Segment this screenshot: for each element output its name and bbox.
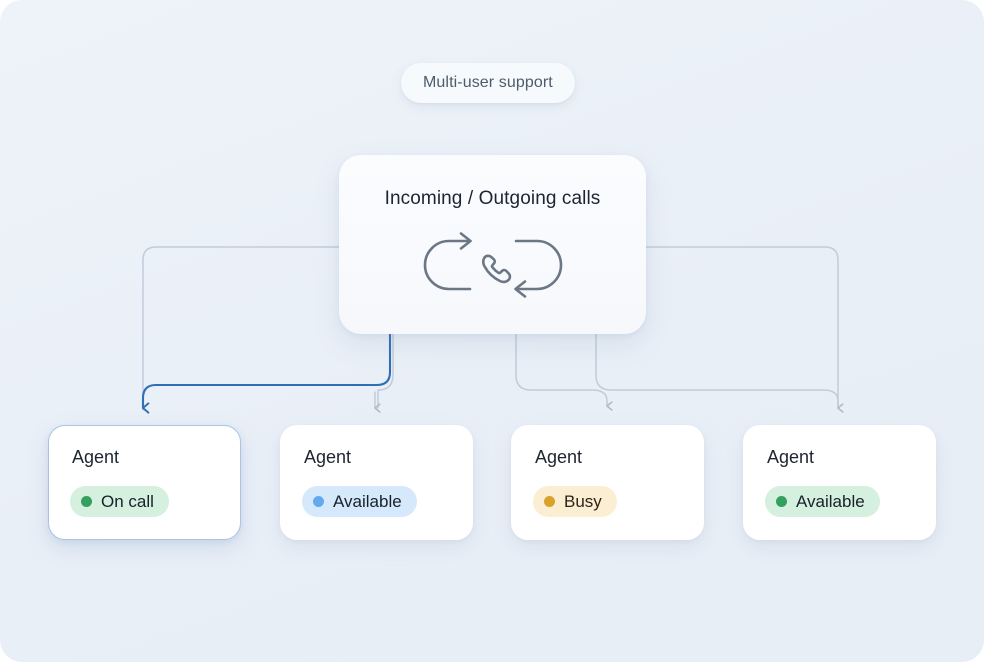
multi-user-support-pill[interactable]: Multi-user support [401, 63, 575, 103]
status-dot [81, 496, 92, 507]
status-badge[interactable]: Available [765, 486, 880, 517]
agent-card-2[interactable]: Agent Available [280, 425, 473, 540]
status-dot [544, 496, 555, 507]
connector-agent-1-highlight [141, 332, 392, 408]
hub-card-title: Incoming / Outgoing calls [384, 188, 601, 209]
incoming-outgoing-calls-card[interactable]: Incoming / Outgoing calls [339, 155, 646, 334]
status-label: On call [101, 491, 154, 511]
status-label: Available [796, 491, 865, 511]
connector-left-outer [142, 246, 340, 411]
agent-card-3[interactable]: Agent Busy [511, 425, 704, 540]
status-label: Busy [564, 491, 602, 511]
connector-agent-4 [595, 333, 839, 407]
agent-name-label: Agent [304, 447, 352, 467]
status-badge[interactable]: Available [302, 486, 417, 517]
connector-agent-2 [377, 333, 394, 409]
agent-name-label: Agent [767, 447, 815, 467]
status-dot [776, 496, 787, 507]
agent-card-4[interactable]: Agent Available [743, 425, 936, 540]
connector-right-outer [645, 246, 838, 408]
agent-name-label: Agent [535, 447, 583, 467]
status-label: Available [333, 491, 402, 511]
status-dot [313, 496, 324, 507]
multi-user-support-label: Multi-user support [423, 74, 553, 91]
agent-name-label: Agent [72, 447, 120, 467]
status-badge[interactable]: Busy [533, 486, 617, 517]
call-exchange-phone-icon [423, 232, 562, 298]
status-badge[interactable]: On call [70, 486, 169, 517]
agent-card-1[interactable]: Agent On call [48, 425, 241, 540]
connector-agent-3 [515, 333, 607, 406]
